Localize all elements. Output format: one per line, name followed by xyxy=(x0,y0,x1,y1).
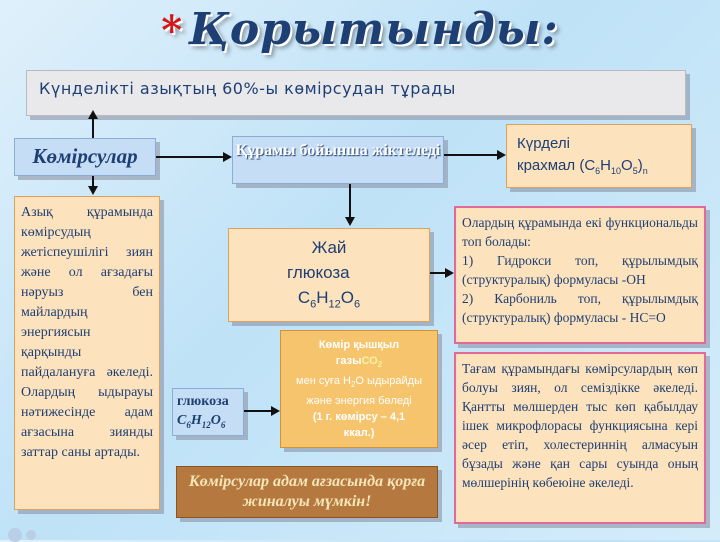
simple-formula: С6Н12О6 xyxy=(297,288,361,311)
complex-formula: крахмал (С6Н10О5)n xyxy=(517,157,648,176)
simple-line2: глюкоза xyxy=(287,263,350,282)
groups-item1: 1) Гидрокси топ, құрылымдық (структуралы… xyxy=(462,253,698,287)
simple-box: Жай глюкоза С6Н12О6 xyxy=(228,228,430,322)
arrowhead-down xyxy=(345,217,355,226)
complex-box: Күрделі крахмал (С6Н10О5)n xyxy=(506,124,692,188)
reserve-box: Көмірсулар адам ағзасында қорға жиналуы … xyxy=(176,466,438,518)
carbs-label: Көмірсулар xyxy=(32,144,138,168)
title-text: Қорытынды: xyxy=(189,4,559,55)
deficiency-text-box: Азық құрамында көмірсудың жетіспеушілігі… xyxy=(14,196,160,510)
decor-dot xyxy=(8,528,22,542)
simple-line1: Жай xyxy=(311,238,347,257)
groups-item2: 2) Карбониль топ, құрылымдық (структурал… xyxy=(462,291,698,325)
reserve-text: Көмірсулар адам ағзасында қорға жиналуы … xyxy=(188,473,426,510)
breakdown-line2: газыСО2 xyxy=(335,355,383,370)
star-icon: * xyxy=(161,7,184,54)
arrowhead-right xyxy=(497,150,506,160)
classification-label: Құрамы бойынша жіктеледі xyxy=(235,142,441,159)
top-banner: Күнделікті азықтың 60%-ы көмірсудан тұра… xyxy=(26,70,686,116)
arrowhead-right xyxy=(445,268,454,278)
breakdown-line6: ккал.) xyxy=(343,427,375,440)
arrowhead-right xyxy=(223,152,232,162)
glucose-small-box: глюкоза С6Н12О6 xyxy=(172,388,244,436)
groups-intro: Олардың құрамында екі функциональды топ … xyxy=(462,215,698,249)
arrow-simple-to-groups xyxy=(430,272,446,274)
harm-text: Тағам құрамындағы көмірсулардың көп болу… xyxy=(462,361,698,490)
deficiency-text: Азық құрамында көмірсудың жетіспеушілігі… xyxy=(21,205,153,460)
arrow-carbs-to-banner xyxy=(92,116,94,138)
decor-dot xyxy=(26,530,36,540)
breakdown-line5: (1 г. көмірсу – 4,1 xyxy=(312,411,406,424)
functional-groups-box: Олардың құрамында екі функциональды топ … xyxy=(454,206,706,344)
breakdown-line3: мен суға Н2О ыдырайды xyxy=(296,375,422,390)
arrow-classification-to-complex xyxy=(444,154,498,156)
carbs-label-box: Көмірсулар xyxy=(14,138,156,176)
arrow-classification-to-simple xyxy=(349,184,351,218)
arrowhead-down xyxy=(88,186,98,195)
page-title: *Қорытынды: xyxy=(0,4,720,55)
glucose-small-formula: С6Н12О6 xyxy=(177,413,226,430)
arrowhead-right xyxy=(271,406,280,416)
top-banner-text: Күнделікті азықтың 60%-ы көмірсудан тұра… xyxy=(39,79,456,98)
classification-box: Құрамы бойынша жіктеледі xyxy=(232,136,444,184)
harm-text-box: Тағам құрамындағы көмірсулардың көп болу… xyxy=(454,352,706,524)
arrow-carbs-to-deficiency xyxy=(92,176,94,188)
complex-line1: Күрделі xyxy=(517,135,570,152)
breakdown-box: Көмір қышқыл газыСО2 мен суға Н2О ыдырай… xyxy=(280,330,438,448)
breakdown-line4: және энергия бөледі xyxy=(306,395,412,408)
arrowhead-up xyxy=(88,110,98,119)
arrow-carbs-to-classification xyxy=(156,156,224,158)
arrow-glucose-to-breakdown xyxy=(244,410,272,412)
glucose-small-label: глюкоза xyxy=(177,394,229,409)
breakdown-line1: Көмір қышқыл xyxy=(318,339,400,351)
